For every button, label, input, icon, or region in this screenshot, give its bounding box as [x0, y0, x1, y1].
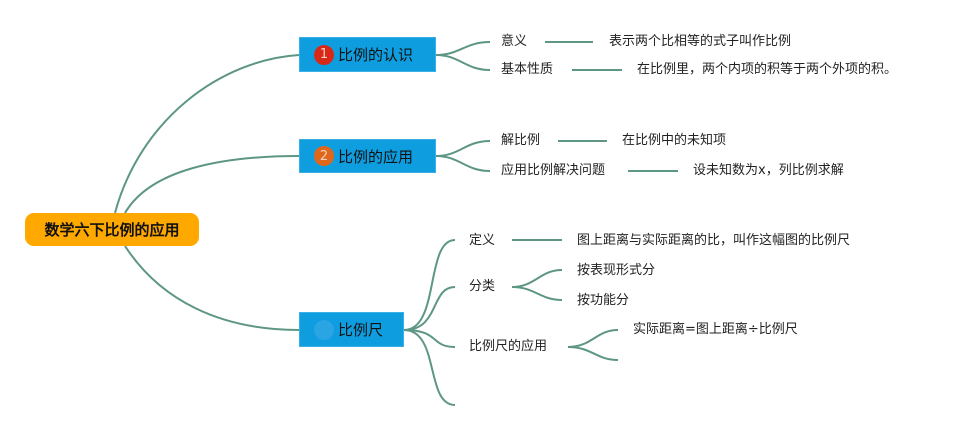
topic-apply-proportion[interactable]: 应用比例解决问题 [501, 163, 606, 178]
root-topic[interactable]: 数学六下比例的应用 [25, 213, 199, 246]
connector-class-1 [511, 269, 563, 288]
connector-scale-app-1 [567, 329, 619, 348]
topic-meaning[interactable]: 意义 [501, 34, 528, 49]
number-3-icon [314, 319, 334, 340]
branch-proportion-concept[interactable]: 1 比例的认识 [299, 37, 436, 72]
subtopic-scale-formula[interactable]: 实际距离=图上距离÷比例尺 [633, 322, 798, 337]
branch-proportion-application[interactable]: 2 比例的应用 [299, 139, 436, 173]
detail-meaning[interactable]: 表示两个比相等的式子叫作比例 [609, 34, 792, 49]
detail-definition[interactable]: 图上距离与实际距离的比，叫作这幅图的比例尺 [577, 233, 851, 248]
connector-b3-c4 [403, 329, 456, 406]
root-label: 数学六下比例的应用 [44, 221, 180, 239]
topic-definition[interactable]: 定义 [469, 233, 496, 248]
topic-solve-proportion[interactable]: 解比例 [501, 133, 541, 148]
connector-b3-c1 [403, 239, 456, 331]
connector-b2-c2 [435, 155, 491, 172]
subtopic-by-form[interactable]: 按表现形式分 [577, 263, 656, 278]
branch-label: 比例尺 [338, 321, 384, 339]
topic-basic-property[interactable]: 基本性质 [501, 62, 554, 77]
connector-b1-c1 [435, 41, 491, 56]
connector-root-branch1 [114, 54, 300, 214]
branch-label: 比例的认识 [338, 46, 414, 64]
detail-apply-proportion[interactable]: 设未知数为x，列比例求解 [693, 163, 844, 178]
connector-b3-c3 [403, 329, 456, 348]
number-1-icon: 1 [314, 44, 334, 65]
subtopic-by-function[interactable]: 按功能分 [577, 293, 630, 308]
topic-scale-application[interactable]: 比例尺的应用 [469, 339, 548, 354]
connector-root-branch2 [124, 155, 300, 214]
topic-classification[interactable]: 分类 [469, 279, 496, 294]
branch-scale[interactable]: 比例尺 [299, 312, 404, 347]
detail-basic-property[interactable]: 在比例里，两个内项的积等于两个外项的积。 [637, 62, 898, 77]
branch-label: 比例的应用 [338, 147, 414, 166]
number-2-icon: 2 [314, 146, 334, 166]
connector-scale-app-2 [567, 346, 619, 361]
connector-root-branch3 [124, 245, 300, 331]
connector-class-2 [511, 286, 563, 301]
connector-b3-c2 [403, 286, 456, 331]
connector-b2-c1 [435, 140, 491, 157]
connector-b1-c2 [435, 54, 491, 71]
detail-solve-proportion[interactable]: 在比例中的未知项 [622, 133, 727, 148]
